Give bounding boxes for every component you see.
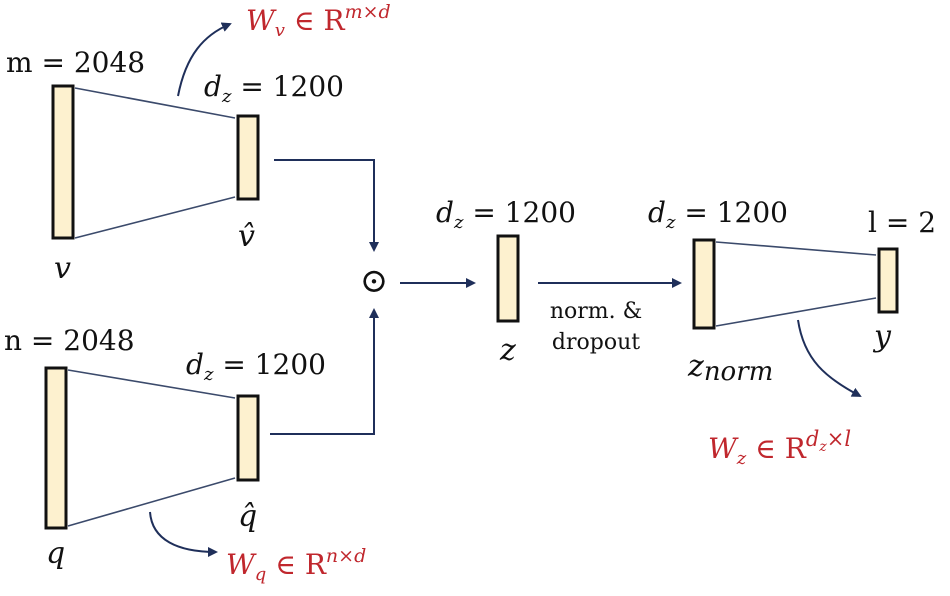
w-z-arrow — [797, 319, 862, 397]
fused-z-dim: dz = 1200 — [436, 196, 576, 233]
norm-z-label: znorm — [687, 349, 773, 387]
output-y-label: y — [872, 319, 892, 354]
input-q-label: q — [46, 536, 65, 571]
norm-z-dim: dz = 1200 — [648, 196, 788, 233]
proj-q-edge-top — [67, 369, 236, 399]
input-v-bar — [51, 84, 75, 240]
output-edge-bottom — [715, 297, 877, 327]
w-z-label: Wz ∈ Rdz×l — [708, 427, 851, 469]
w-q-arrow — [149, 511, 218, 557]
v-to-op-arrow — [274, 159, 379, 252]
fused-z-bar — [496, 234, 520, 323]
output-y-dim: l = 2 — [868, 206, 936, 239]
w-v-label: Wv ∈ Rm×d — [246, 1, 391, 41]
proj-q-dim: dz = 1200 — [186, 348, 326, 385]
output-edge-top — [715, 241, 877, 256]
norm-step-line2: dropout — [552, 330, 640, 355]
proj-v-dim: dz = 1200 — [204, 70, 344, 107]
norm-z-bar — [692, 238, 716, 330]
output-y-bar — [877, 247, 899, 314]
w-q-label: Wq ∈ Rn×d — [226, 545, 366, 585]
proj-v-edge-top — [74, 87, 236, 119]
fused-z-label: z — [499, 333, 516, 368]
input-v-label: v — [54, 251, 71, 286]
input-v-dim: m = 2048 — [6, 46, 145, 79]
norm-step-line1: norm. & — [550, 299, 642, 324]
proj-v-bar — [236, 114, 260, 201]
proj-q-bar — [236, 394, 260, 482]
elementwise-product-operator: ⊙ — [360, 261, 389, 301]
proj-v-edge-bottom — [74, 196, 236, 239]
proj-q-label: q̂ — [238, 499, 257, 534]
input-q-dim: n = 2048 — [4, 324, 135, 357]
proj-q-edge-bottom — [67, 477, 236, 527]
input-q-bar — [44, 366, 68, 530]
q-to-op-arrow — [270, 308, 379, 435]
w-v-arrow — [177, 22, 232, 97]
proj-v-label: v̂ — [238, 219, 255, 254]
